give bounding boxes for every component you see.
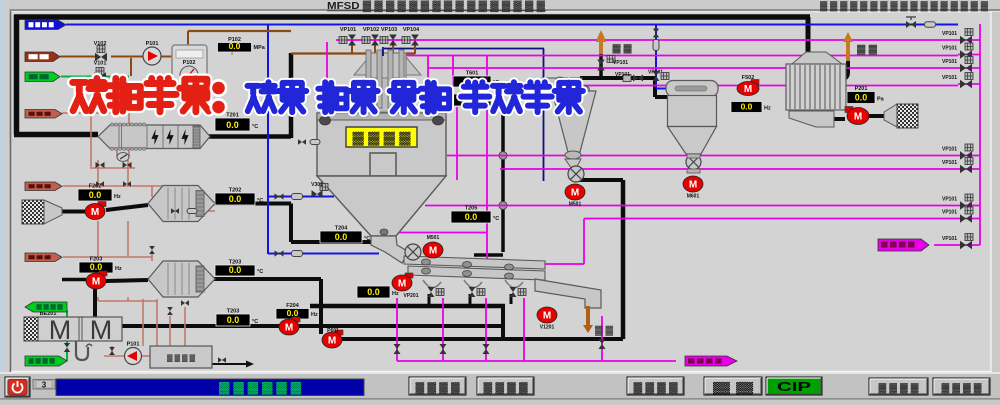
svg-text:VP101: VP101 [942,59,957,65]
svg-text:0.0: 0.0 [367,287,380,297]
svg-text:VP102: VP102 [363,27,379,33]
svg-text:0.0: 0.0 [89,190,102,200]
svg-text:M: M [854,112,862,123]
svg-text:Hz: Hz [311,312,318,318]
svg-text:T205: T205 [465,206,478,212]
svg-text:0.0: 0.0 [90,262,103,272]
svg-text:VP104: VP104 [403,27,419,33]
svg-text:°C: °C [257,198,263,204]
svg-text:°C: °C [252,319,258,325]
svg-text:M: M [571,188,579,199]
svg-text:0.0: 0.0 [465,212,478,222]
svg-text:MFSD ▓ ▓ ▓ ▓ ▓ ▓ ▓ ▓ ▓ ▓ ▓ ▓ ▓: MFSD ▓ ▓ ▓ ▓ ▓ ▓ ▓ ▓ ▓ ▓ ▓ ▓ ▓ ▓ ▓ ▓ [327,0,545,12]
svg-text:BE201: BE201 [40,311,57,317]
svg-text:°C: °C [493,216,499,222]
svg-text:▓ ▓ ▓ ▓: ▓ ▓ ▓ ▓ [416,382,461,394]
svg-text:M501: M501 [427,235,440,241]
svg-text:F202: F202 [89,184,102,190]
svg-text:M: M [744,84,752,95]
svg-text:VP101: VP101 [942,46,957,52]
svg-text:▓ ▓: ▓ ▓ [613,43,633,54]
svg-text:VP101: VP101 [942,210,957,216]
svg-text:3: 3 [42,380,47,389]
svg-text:Pa: Pa [877,97,885,103]
svg-text:VP101: VP101 [613,60,628,66]
svg-text:T601: T601 [466,71,479,77]
svg-text:0.0: 0.0 [227,315,240,325]
svg-text:VP101: VP101 [615,72,630,78]
svg-text:F203: F203 [90,257,103,263]
svg-text:P101: P101 [127,342,140,348]
svg-text:VP101: VP101 [942,75,957,81]
svg-text:VP201: VP201 [403,293,418,299]
svg-text:VP101: VP101 [942,197,957,203]
svg-text:M: M [91,207,99,218]
svg-text:M: M [92,277,100,288]
svg-text:M: M [398,279,406,290]
svg-text:P101: P101 [146,41,159,47]
svg-text:P201: P201 [855,86,868,92]
svg-text:M: M [285,323,293,334]
svg-text:°C: °C [364,236,370,242]
svg-text:M601: M601 [687,194,700,200]
svg-text:M: M [543,311,551,322]
svg-text:▓ ▓ ▓ ▓ ▓ ▓: ▓ ▓ ▓ ▓ ▓ ▓ [219,381,302,395]
svg-text:M: M [328,336,336,347]
svg-text:VP103: VP103 [381,27,397,33]
svg-text:0.0: 0.0 [226,120,239,130]
svg-text:T203: T203 [227,309,240,315]
svg-text:°C: °C [252,124,258,130]
svg-text:▓ ▓ ▓ ▓: ▓ ▓ ▓ ▓ [484,382,529,394]
svg-text:MPa: MPa [254,45,266,51]
svg-text:VP101: VP101 [942,236,957,242]
svg-text:P601: P601 [327,328,339,334]
svg-text:VP101: VP101 [942,31,957,37]
svg-text:VP101: VP101 [340,27,356,33]
svg-text:▓ ▓ ▓ ▓: ▓ ▓ ▓ ▓ [879,383,920,394]
svg-text:CIP: CIP [777,379,812,394]
svg-text:P102: P102 [183,60,196,66]
svg-text:0.0: 0.0 [229,41,241,51]
svg-text:Hz: Hz [764,106,771,112]
svg-text:M: M [429,246,437,257]
svg-text:▓ ▓ ▓ ▓: ▓ ▓ ▓ ▓ [634,382,679,394]
svg-text:°C: °C [257,269,263,275]
svg-text:T204: T204 [335,226,348,232]
svg-text:T201: T201 [226,113,239,119]
svg-text:M: M [90,315,113,345]
svg-text:▓ ▓ ▓ ▓: ▓ ▓ ▓ ▓ [942,383,983,394]
svg-text:T202: T202 [229,188,242,194]
svg-text:▓ ▓ ▓ ▓ ▓ ▓ ▓ ▓ ▓ ▓ ▓ ▓ ▓ ▓ ▓: ▓ ▓ ▓ ▓ ▓ ▓ ▓ ▓ ▓ ▓ ▓ ▓ ▓ ▓ ▓ ▓ ▓ [820,1,988,12]
svg-text:▓ ▓: ▓ ▓ [595,325,614,336]
svg-text:▓ ▓: ▓ ▓ [713,381,755,395]
svg-text:F502: F502 [742,75,755,81]
svg-text:▓ ▓: ▓ ▓ [857,44,878,55]
svg-text:0.0: 0.0 [335,232,348,242]
svg-text:0.0: 0.0 [287,308,299,318]
svg-text:0.0: 0.0 [741,102,753,112]
svg-text:P102: P102 [228,37,241,43]
svg-text:VP101: VP101 [942,160,957,166]
svg-text:Hz: Hz [114,194,121,200]
svg-text:V301: V301 [311,182,323,188]
svg-text:▓ ▓ ▓ ▓: ▓ ▓ ▓ ▓ [353,131,412,146]
svg-text:M: M [689,180,697,191]
svg-text:▓ ▓ ▓ ▓: ▓ ▓ ▓ ▓ [167,354,196,362]
svg-text:V102: V102 [94,41,107,47]
svg-text:V1201: V1201 [540,325,555,331]
svg-text:Hz: Hz [115,266,122,272]
svg-text:0.0: 0.0 [229,194,242,204]
svg-text:V101: V101 [94,61,107,67]
svg-text:0.0: 0.0 [855,93,868,103]
svg-text:M501: M501 [569,202,582,208]
svg-text:F204: F204 [286,303,299,309]
svg-text:VP101: VP101 [942,147,957,153]
svg-text:M: M [49,315,72,345]
svg-text:T203: T203 [229,260,242,266]
svg-text:Hz: Hz [392,291,399,297]
svg-text:0.0: 0.0 [229,265,242,275]
